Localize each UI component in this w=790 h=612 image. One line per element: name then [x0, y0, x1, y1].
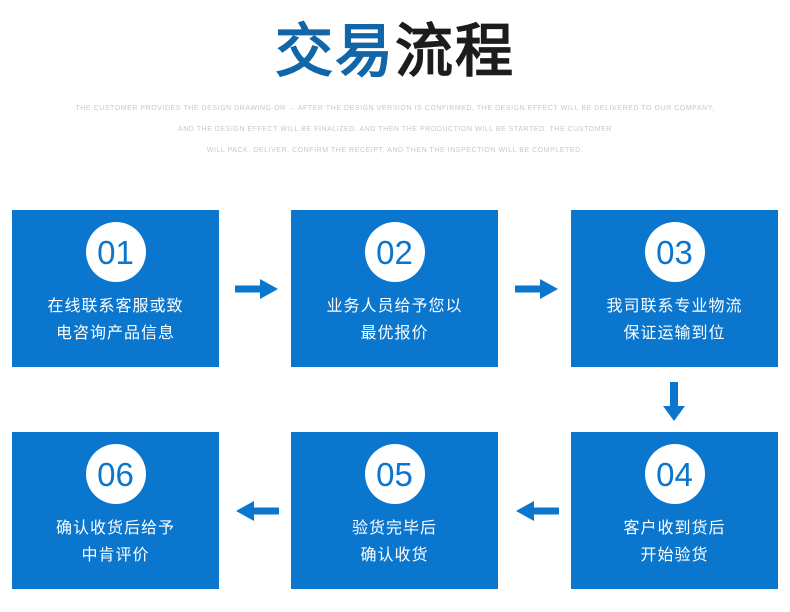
- step-caption-03: 我司联系专业物流 保证运输到位: [606, 292, 742, 346]
- flow-step-05: 05 验货完毕后 确认收货: [291, 432, 498, 589]
- step-caption-01: 在线联系客服或致 电咨询产品信息: [47, 292, 183, 346]
- page-title: 交易流程: [0, 18, 790, 86]
- step-number-badge-02: 02: [364, 222, 425, 282]
- flow-step-03: 03 我司联系专业物流 保证运输到位: [571, 210, 778, 367]
- step-number-02: 02: [376, 233, 413, 271]
- step-caption-02-line1: 业务人员给予您以: [326, 296, 463, 315]
- subtitle-line-1: THE CUSTOMER PROVIDES THE DESIGN DRAWING…: [75, 105, 715, 112]
- subtitle-block: THE CUSTOMER PROVIDES THE DESIGN DRAWING…: [0, 98, 790, 161]
- step-caption-06: 确认收货后给予 中肯评价: [56, 514, 175, 568]
- step-caption-06-line2: 中肯评价: [81, 545, 150, 564]
- step-caption-04-line2: 开始验货: [640, 545, 709, 564]
- step-caption-05-line1: 验货完毕后: [351, 518, 437, 537]
- arrow-left-icon-step4-to-step5: [513, 494, 561, 528]
- arrow-right-icon-step2-to-step3: [513, 272, 561, 306]
- arrow-right-icon-step1-to-step2: [233, 272, 281, 306]
- flow-step-04: 04 客户收到货后 开始验货: [571, 432, 778, 589]
- subtitle-line-3: WILL PACK, DELIVER, CONFIRM THE RECEIPT,…: [206, 147, 584, 154]
- step-caption-01-line2: 电咨询产品信息: [55, 323, 175, 342]
- arrow-down-icon-step3-to-step4: [657, 380, 691, 424]
- step-caption-02: 业务人员给予您以 最优报价: [326, 292, 462, 346]
- step-number-03: 03: [656, 233, 693, 271]
- arrow-left-icon-step5-to-step6: [233, 494, 281, 528]
- step-number-badge-06: 06: [85, 444, 146, 504]
- step-number-badge-03: 03: [644, 222, 705, 282]
- step-number-01: 01: [97, 233, 134, 271]
- header: 交易流程 THE CUSTOMER PROVIDES THE DESIGN DR…: [0, 0, 790, 161]
- step-number-badge-05: 05: [364, 444, 425, 504]
- step-caption-03-line2: 保证运输到位: [623, 323, 726, 342]
- flow-step-01: 01 在线联系客服或致 电咨询产品信息: [12, 210, 219, 367]
- flow-step-02: 02 业务人员给予您以 最优报价: [291, 210, 498, 367]
- step-caption-04-line1: 客户收到货后: [623, 518, 726, 537]
- step-caption-03-line1: 我司联系专业物流: [606, 296, 743, 315]
- step-caption-04: 客户收到货后 开始验货: [623, 514, 725, 568]
- step-caption-02-line2: 最优报价: [360, 323, 429, 342]
- step-number-06: 06: [97, 455, 134, 493]
- step-number-badge-04: 04: [644, 444, 705, 504]
- step-caption-01-line1: 在线联系客服或致: [47, 296, 184, 315]
- step-caption-06-line1: 确认收货后给予: [55, 518, 175, 537]
- step-number-badge-01: 01: [85, 222, 146, 282]
- step-caption-05-line2: 确认收货: [360, 545, 429, 564]
- step-number-04: 04: [656, 455, 693, 493]
- page-title-dark-part: 流程: [395, 19, 516, 84]
- flow-step-06: 06 确认收货后给予 中肯评价: [12, 432, 219, 589]
- step-number-05: 05: [376, 455, 413, 493]
- page-title-blue-part: 交易: [274, 19, 395, 84]
- subtitle-line-2: AND THE DESIGN EFFECT WILL BE FINALIZED,…: [177, 126, 613, 133]
- step-caption-05: 验货完毕后 确认收货: [352, 514, 437, 568]
